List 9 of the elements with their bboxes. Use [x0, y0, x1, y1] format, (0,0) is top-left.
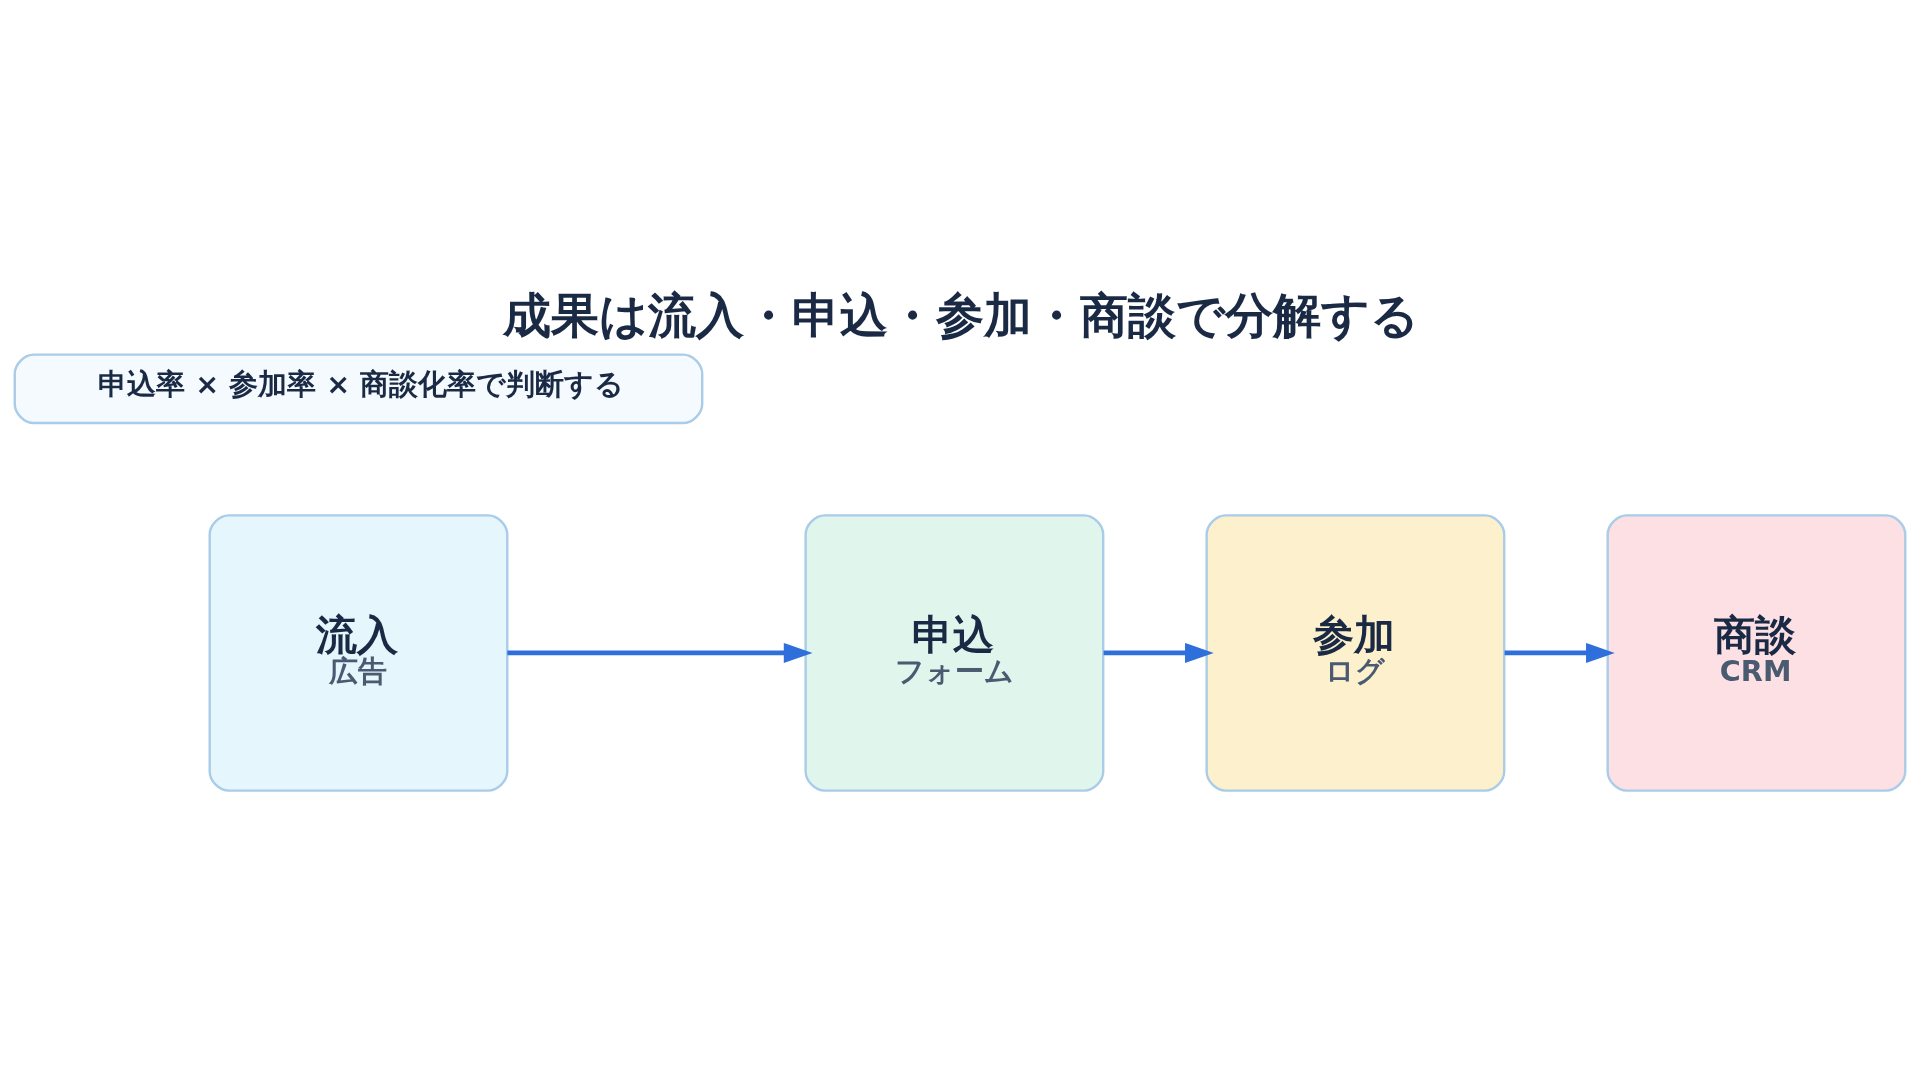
node-box: 流入 広告 — [208, 514, 509, 792]
diagram-title: 成果は流入・申込・参加・商談で分解する — [503, 288, 1420, 344]
node-box: 商談 CRM — [1606, 514, 1907, 792]
arrow — [507, 642, 813, 664]
arrow — [1103, 642, 1214, 664]
node-box: 参加 ログ — [1205, 514, 1506, 792]
node-box: 申込 フォーム — [804, 514, 1105, 792]
arrow — [1504, 642, 1615, 664]
node-box: 申込率 × 参加率 × 商談化率で判断する — [13, 353, 704, 425]
